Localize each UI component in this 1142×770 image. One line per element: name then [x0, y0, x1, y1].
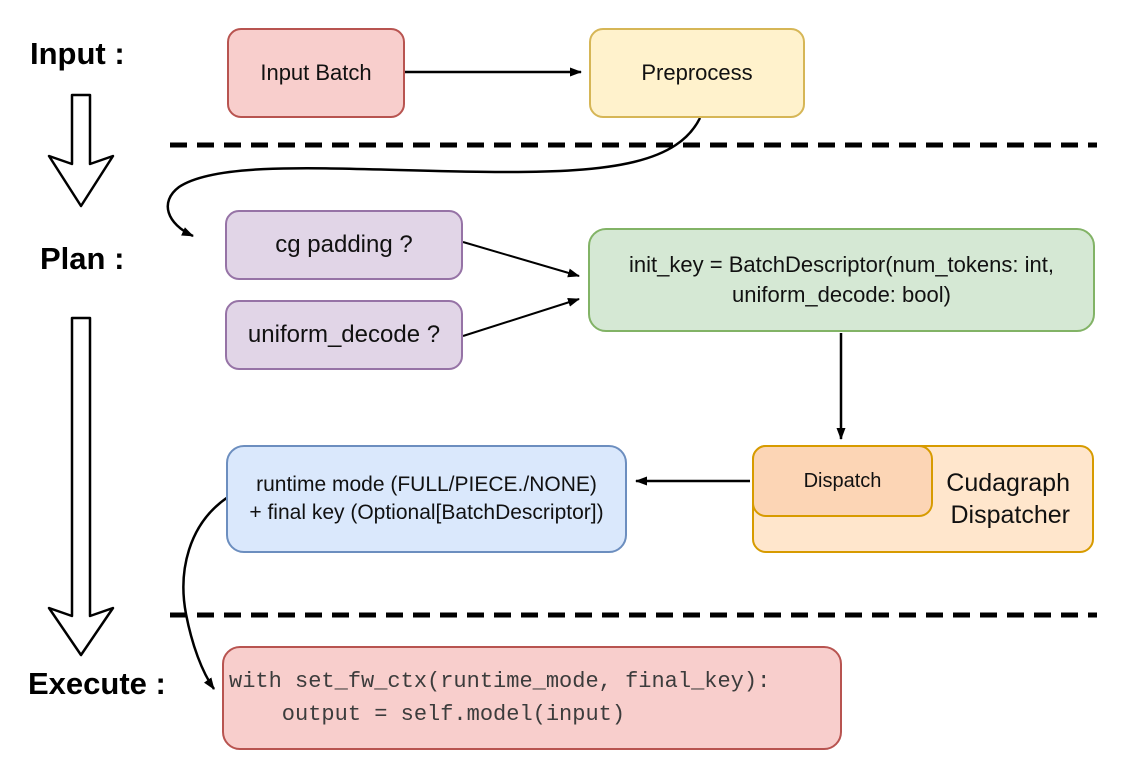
stage-label-input: Input : — [30, 36, 125, 71]
node-init-key-line1: init_key = BatchDescriptor(num_tokens: i… — [629, 252, 1054, 278]
node-cudagraph-dispatcher-line2: Dispatcher — [950, 501, 1071, 529]
stage-label-execute: Execute : — [28, 666, 166, 701]
node-runtime-mode-line1: runtime mode (FULL/PIECE./NONE) — [256, 472, 597, 496]
node-dispatch-label: Dispatch — [803, 469, 882, 492]
node-uniform-decode: uniform_decode ? — [225, 300, 463, 370]
node-runtime-mode-line2: + final key (Optional[BatchDescriptor]) — [249, 501, 604, 524]
arrow-preprocess-to-cg-padding — [166, 117, 702, 238]
arrow-runtime-mode-to-execute-code — [182, 495, 229, 690]
node-init-key: init_key = BatchDescriptor(num_tokens: i… — [588, 228, 1095, 332]
node-init-key-line2: uniform_decode: bool) — [732, 282, 951, 307]
stage-arrow-plan-to-execute-icon — [47, 316, 115, 657]
stage-label-plan: Plan : — [40, 241, 125, 276]
node-cudagraph-dispatcher-line1: Cudagraph — [946, 468, 1070, 497]
arrow-uniform-decode-to-init-key — [462, 298, 580, 337]
node-preprocess-label: Preprocess — [641, 60, 753, 86]
arrow-cg-padding-to-init-key — [462, 241, 580, 278]
node-uniform-decode-label: uniform_decode ? — [247, 320, 441, 348]
node-execute-code: with set_fw_ctx(runtime_mode, final_key)… — [222, 646, 842, 750]
node-cg-padding-label: cg padding ? — [275, 230, 413, 258]
node-runtime-mode: runtime mode (FULL/PIECE./NONE) + final … — [226, 445, 627, 553]
node-input-batch-label: Input Batch — [260, 60, 372, 86]
stage-arrow-input-to-plan-icon — [47, 93, 115, 208]
node-execute-code-line2: output = self.model(input) — [229, 702, 626, 727]
node-cg-padding: cg padding ? — [225, 210, 463, 280]
node-input-batch: Input Batch — [227, 28, 405, 118]
node-execute-code-line1: with set_fw_ctx(runtime_mode, final_key)… — [229, 669, 771, 694]
node-preprocess: Preprocess — [589, 28, 805, 118]
node-dispatch: Dispatch — [752, 445, 933, 517]
